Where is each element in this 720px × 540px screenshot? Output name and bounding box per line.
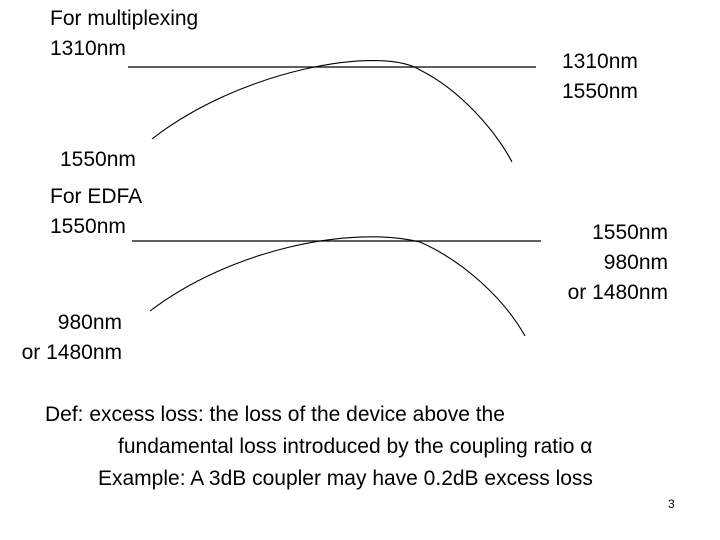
mux-input-label: 1310nm [50,37,126,60]
definition-line-2: fundamental loss introduced by the coupl… [118,435,593,458]
edfa-coupler [132,236,541,337]
mux-heading: For multiplexing [50,7,199,30]
edfa-output-label-3: or 1480nm [567,281,668,304]
edfa-branch-fiber [149,236,526,337]
edfa-output-label-1: 1550nm [592,221,668,244]
mux-output-label-2: 1550nm [562,80,638,103]
mux-coupler [128,60,536,163]
edfa-branch-label-2: or 1480nm [21,341,122,364]
edfa-branch-label-1: 980nm [57,311,122,334]
mux-branch-label: 1550nm [60,148,136,171]
edfa-output-label-2: 980nm [603,251,668,274]
definition-line-1: Def: excess loss: the loss of the device… [45,403,505,426]
edfa-input-label: 1550nm [50,215,126,238]
page-number: 3 [668,497,675,511]
edfa-heading: For EDFA [50,185,143,208]
mux-output-label-1: 1310nm [562,50,638,73]
definition-example: Example: A 3dB coupler may have 0.2dB ex… [98,467,593,490]
mux-branch-fiber [151,60,513,163]
